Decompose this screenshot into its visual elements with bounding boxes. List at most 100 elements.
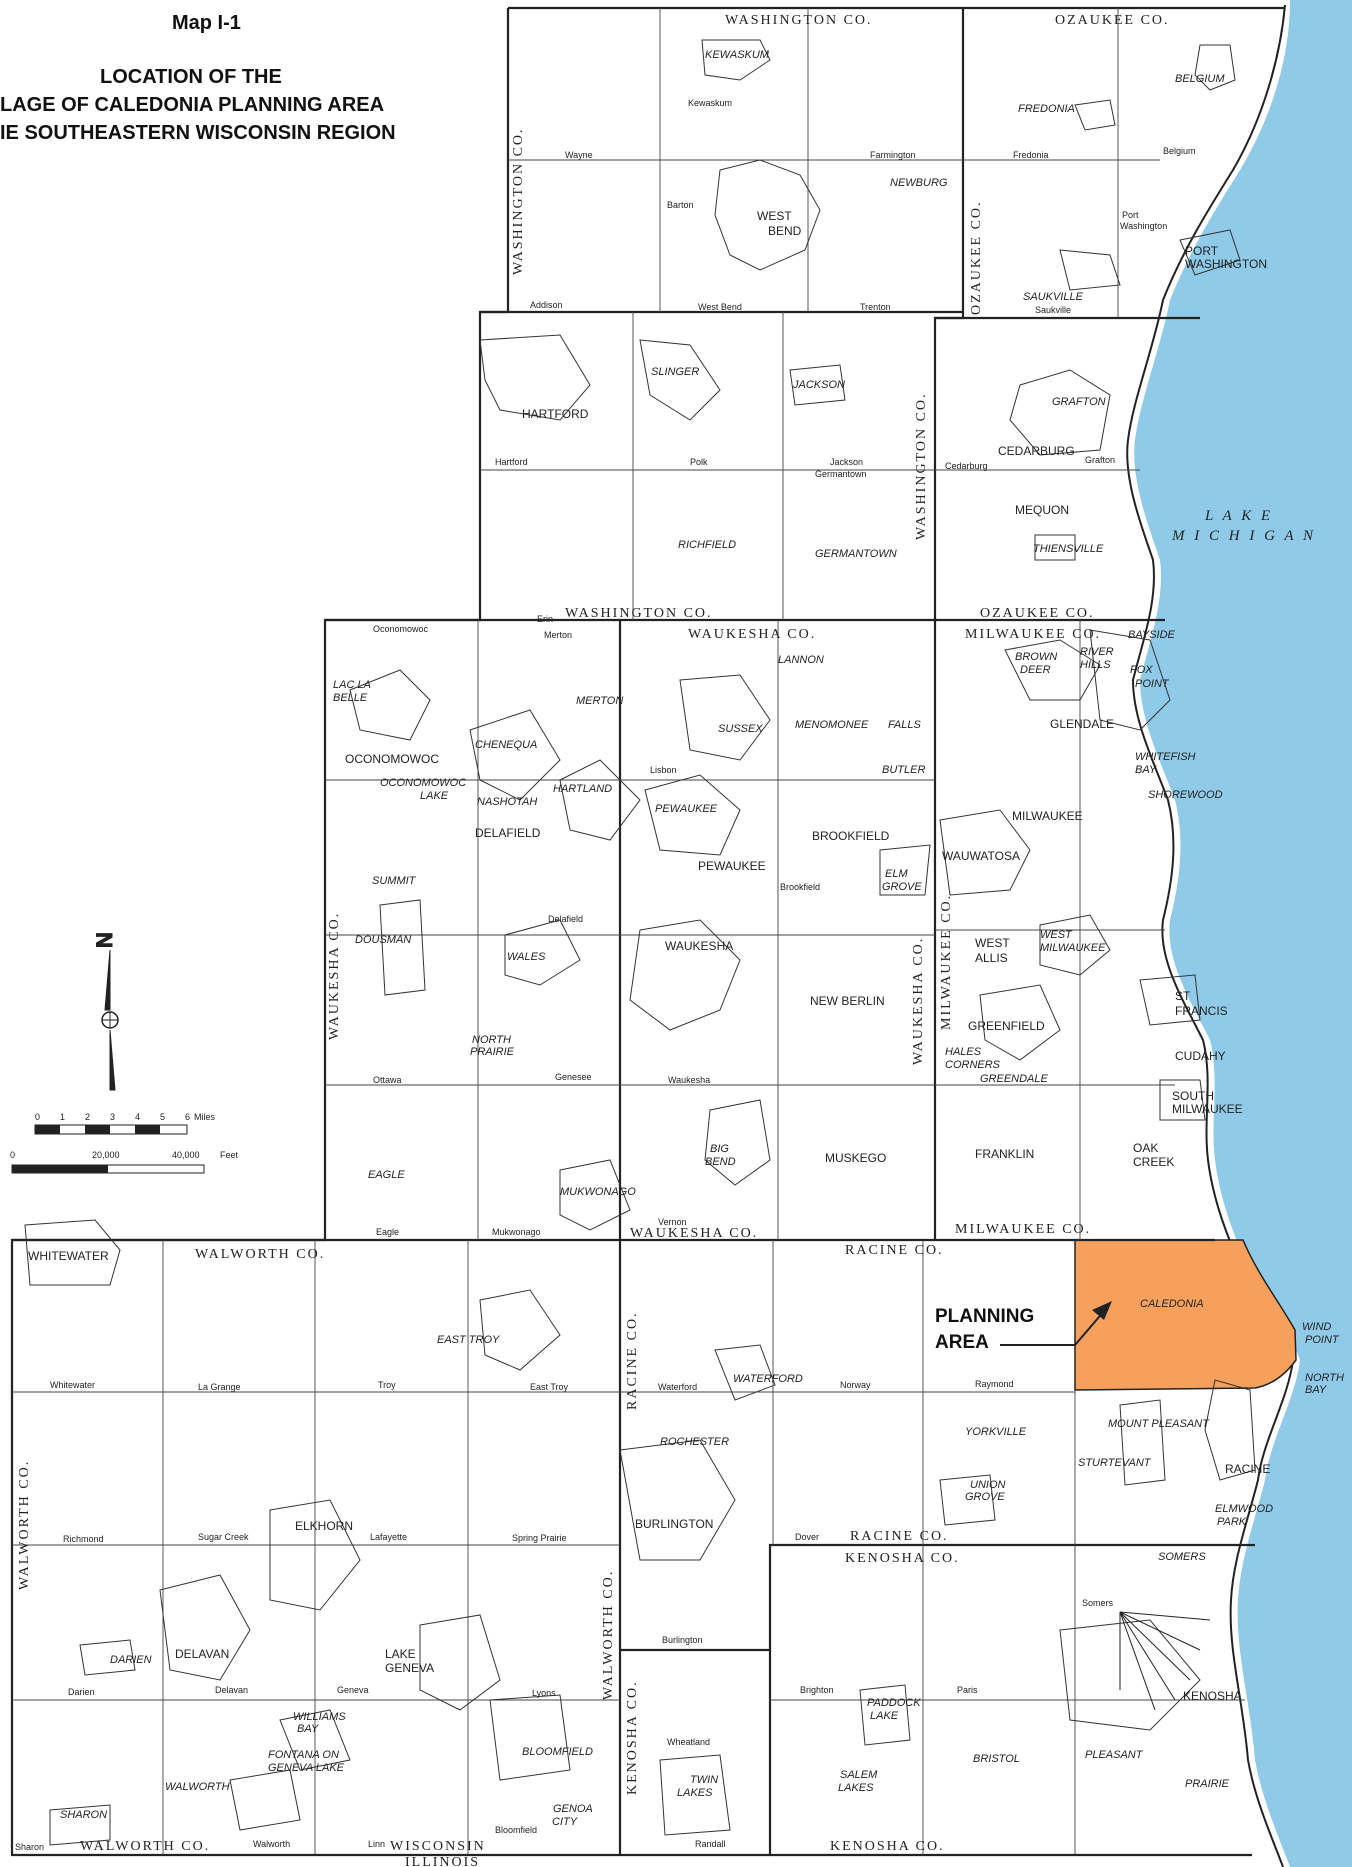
svg-text:Miles: Miles <box>194 1112 216 1122</box>
place-label: LANNON <box>778 654 824 666</box>
place-label: Hartford <box>495 457 528 467</box>
svg-text:6: 6 <box>185 1112 190 1122</box>
place-label: DELAVAN <box>175 1647 229 1661</box>
county-label: KENOSHA CO. <box>625 1680 640 1795</box>
place-label: NEW BERLIN <box>810 994 885 1008</box>
place-label: THIENSVILLE <box>1033 543 1104 555</box>
place-label: MEQUON <box>1015 503 1069 517</box>
place-label: BRISTOL <box>973 1753 1020 1765</box>
county-label: MILWAUKEE CO. <box>965 627 1101 642</box>
place-label: WHITEFISH <box>1135 751 1196 763</box>
place-label: GLENDALE <box>1050 717 1114 731</box>
place-label: Delafield <box>548 914 583 924</box>
place-label: Port <box>1122 210 1139 220</box>
place-label: GENEVA <box>385 1661 434 1675</box>
place-label: PLEASANT <box>1085 1749 1144 1761</box>
place-label: EAST TROY <box>437 1334 500 1346</box>
place-label: PEWAUKEE <box>698 859 766 873</box>
place-label: Eagle <box>376 1227 399 1237</box>
place-label: Oconomowoc <box>373 624 429 634</box>
scale-bar: 0 1 2 3 4 5 6 Miles 0 20,000 40,000 Feet <box>10 1112 239 1174</box>
place-label: OAK <box>1133 1141 1158 1155</box>
place-label: La Grange <box>198 1382 241 1392</box>
place-label: BLOOMFIELD <box>522 1746 593 1758</box>
place-label: KENOSHA <box>1183 1689 1242 1703</box>
place-label: Saukville <box>1035 305 1071 315</box>
place-label: CORNERS <box>945 1059 1001 1071</box>
place-label: PADDOCK <box>867 1697 921 1709</box>
place-label: BURLINGTON <box>635 1517 713 1531</box>
place-label: BEND <box>768 224 802 238</box>
place-label: DARIEN <box>110 1654 152 1666</box>
place-label: West Bend <box>698 302 742 312</box>
place-label: CEDARBURG <box>998 444 1075 458</box>
place-label: SOUTH <box>1172 1089 1214 1103</box>
place-label: BELGIUM <box>1175 73 1225 85</box>
place-label: NEWBURG <box>890 177 948 189</box>
lake-label: M I C H I G A N <box>1171 528 1316 544</box>
place-label: MOUNT PLEASANT <box>1108 1418 1210 1430</box>
place-label: ST <box>1175 989 1191 1003</box>
place-label: Vernon <box>658 1217 687 1227</box>
place-label: HALES <box>945 1046 982 1058</box>
svg-text:1: 1 <box>60 1112 65 1122</box>
place-label: CREEK <box>1133 1155 1174 1169</box>
svg-text:5: 5 <box>160 1112 165 1122</box>
place-label: Jackson <box>830 457 863 467</box>
place-label: Bloomfield <box>495 1825 537 1835</box>
place-label: Germantown <box>815 469 867 479</box>
place-label: EAGLE <box>368 1169 405 1181</box>
lake-michigan <box>1134 0 1352 1867</box>
county-label: WASHINGTON CO. <box>725 13 873 28</box>
place-label: BAY <box>297 1723 319 1735</box>
place-label: WAUWATOSA <box>942 849 1020 863</box>
place-label: ELKHORN <box>295 1519 353 1533</box>
place-label: Mukwonago <box>492 1227 541 1237</box>
place-label: GREENDALE <box>980 1073 1049 1085</box>
place-label: WILLIAMS <box>293 1711 346 1723</box>
place-label: BUTLER <box>882 764 925 776</box>
place-label: Grafton <box>1085 455 1115 465</box>
place-label: FALLS <box>888 719 921 731</box>
place-label: Somers <box>1082 1598 1114 1608</box>
place-label: PRAIRIE <box>1185 1778 1230 1790</box>
township-grid <box>12 8 1245 1855</box>
place-label: SUMMIT <box>372 875 417 887</box>
place-label: WIND <box>1302 1321 1331 1333</box>
place-label: ALLIS <box>975 951 1008 965</box>
place-label: Erin <box>537 614 553 624</box>
place-label: RICHFIELD <box>678 539 736 551</box>
place-label: GROVE <box>965 1491 1005 1503</box>
place-label: MILWAUKEE <box>1040 942 1106 954</box>
county-label: MILWAUKEE CO. <box>955 1222 1091 1237</box>
place-label: WEST <box>1040 929 1073 941</box>
svg-text:3: 3 <box>110 1112 115 1122</box>
place-label: NASHOTAH <box>477 796 537 808</box>
planning-area-arrow <box>1000 1309 1106 1346</box>
svg-text:0: 0 <box>35 1112 40 1122</box>
place-label: MILWAUKEE <box>1172 1102 1243 1116</box>
county-label: WAUKESHA CO. <box>327 912 342 1040</box>
place-label: Belgium <box>1163 146 1196 156</box>
place-label: SALEM <box>840 1769 878 1781</box>
place-label: Lisbon <box>650 765 677 775</box>
svg-text:0: 0 <box>10 1150 15 1160</box>
county-label: MILWAUKEE CO. <box>939 894 954 1030</box>
place-label: Addison <box>530 300 563 310</box>
county-label: WALWORTH CO. <box>17 1460 32 1590</box>
place-label: WASHINGTON <box>1185 257 1267 271</box>
county-label: RACINE CO. <box>850 1529 949 1544</box>
place-label: RIVER <box>1080 646 1114 658</box>
county-label: RACINE CO. <box>625 1311 640 1410</box>
place-label: Linn <box>368 1839 385 1849</box>
place-label: UNION <box>970 1479 1006 1491</box>
place-label: LAKES <box>838 1782 874 1794</box>
place-label: Waterford <box>658 1382 697 1392</box>
place-label: Washington <box>1120 221 1167 231</box>
place-label: LAKE <box>420 790 449 802</box>
planning-area-arrowhead <box>1092 1301 1112 1320</box>
place-label: WAUKESHA <box>665 939 733 953</box>
svg-text:Feet: Feet <box>220 1150 239 1160</box>
county-label: WASHINGTON CO. <box>511 127 526 275</box>
place-label: NORTH <box>472 1034 511 1046</box>
